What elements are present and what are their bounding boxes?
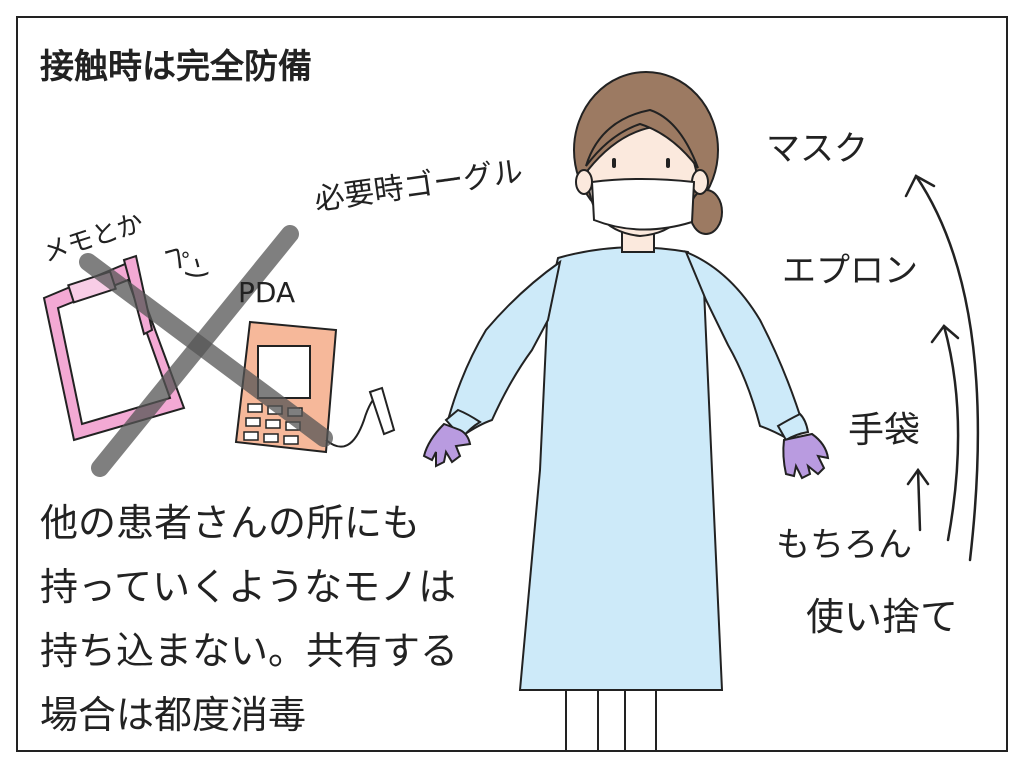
hair-bun	[689, 189, 723, 235]
gown	[518, 246, 724, 691]
note-line-4: 場合は都度消毒	[40, 693, 306, 737]
label-pda: PDA	[238, 276, 295, 309]
panel-title: 接触時は完全防備	[40, 47, 312, 87]
right-glove	[782, 432, 830, 480]
cross-out-mark	[79, 225, 333, 477]
short-arrow	[916, 468, 922, 532]
left-glove	[422, 422, 472, 468]
label-disposable-line1: もちろん	[776, 525, 912, 565]
nurse-figure	[422, 71, 830, 751]
arrows	[904, 174, 980, 562]
label-mask: マスク	[766, 129, 868, 169]
label-gloves: 手袋	[848, 410, 920, 451]
label-disposable-line2: 使い捨て	[806, 595, 958, 639]
long-arrow	[914, 174, 980, 562]
mask	[590, 178, 696, 231]
mid-arrow	[942, 324, 960, 542]
label-apron: エプロン	[782, 251, 918, 291]
note-line-2: 持っていくようなモノは	[40, 565, 456, 609]
note-line-1: 他の患者さんの所にも	[40, 501, 420, 545]
note-line-3: 持ち込まない。共有する	[40, 629, 458, 673]
panel-border	[16, 16, 1008, 752]
handwritten-note: 他の患者さんの所にも 持っていくようなモノは 持ち込まない。共有する 場合は都度…	[40, 501, 458, 737]
